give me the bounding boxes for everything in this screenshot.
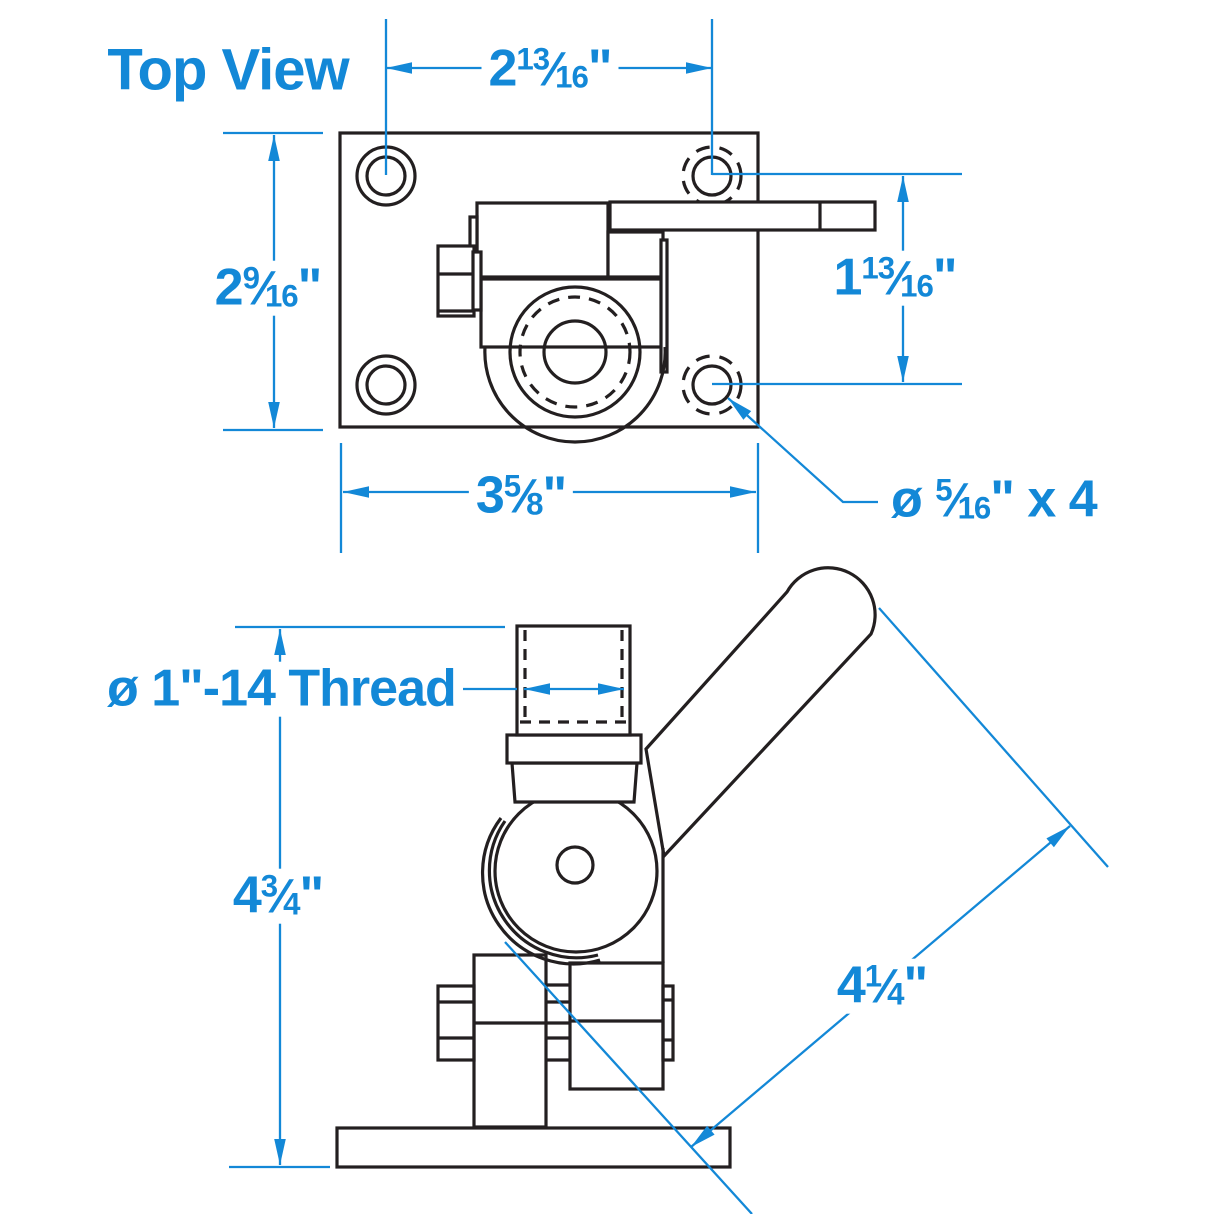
dim-label-thread: ø 1"-14 Thread xyxy=(100,662,463,717)
dim-label-top-hole-spacing: 213⁄16" xyxy=(481,41,619,97)
hex-nut-top-view xyxy=(436,244,476,318)
mount-bracket-side-view xyxy=(335,953,732,1169)
clamp-upper-block xyxy=(475,201,610,279)
dim-label-mounting-holes: ø 5⁄16" x 4 xyxy=(891,470,1098,529)
front-bracket-plate xyxy=(472,953,548,1129)
pivot-hole xyxy=(555,845,595,885)
dim-label-overall-height: 43⁄4" xyxy=(225,868,331,924)
collar xyxy=(505,733,643,765)
threaded-tube xyxy=(515,624,632,737)
base-plate-side-view xyxy=(335,1126,732,1169)
side-view-drawing xyxy=(335,566,877,1169)
ratchet-lever-handle xyxy=(644,566,877,860)
mount-base-plate-top xyxy=(338,131,760,429)
clamp-body-top-view xyxy=(436,200,877,374)
dimension-annotations xyxy=(223,19,1109,1214)
top-view-drawing xyxy=(338,131,877,444)
ratchet-handle-top-view xyxy=(608,200,877,232)
mounting-hole-bottom-left xyxy=(355,354,417,416)
dim-label-right-hole-spacing: 113⁄16" xyxy=(826,250,964,306)
mounting-hole-leader xyxy=(727,397,878,504)
hidden-bolt-lines xyxy=(546,983,570,1062)
view-title: Top View xyxy=(107,37,349,103)
hex-bolt-left xyxy=(436,984,476,1062)
rear-bracket-plate xyxy=(568,961,665,1091)
ratchet-back-plate-arcs xyxy=(481,817,601,966)
ratchet-boss-top-view xyxy=(483,285,667,444)
hex-bolt-right xyxy=(661,984,675,1062)
ratchet-ball xyxy=(493,788,659,954)
dim-label-plate-width: 35⁄8" xyxy=(468,468,574,524)
washer-top-view xyxy=(471,250,483,312)
clamp-lower-block xyxy=(479,277,664,349)
ratchet-horseshoe xyxy=(483,346,667,444)
dim-label-diagonal-length: 41⁄4" xyxy=(829,958,935,1014)
dim-label-plate-height: 29⁄16" xyxy=(207,260,329,316)
clamp-right-block xyxy=(606,230,665,279)
neck xyxy=(510,761,639,804)
